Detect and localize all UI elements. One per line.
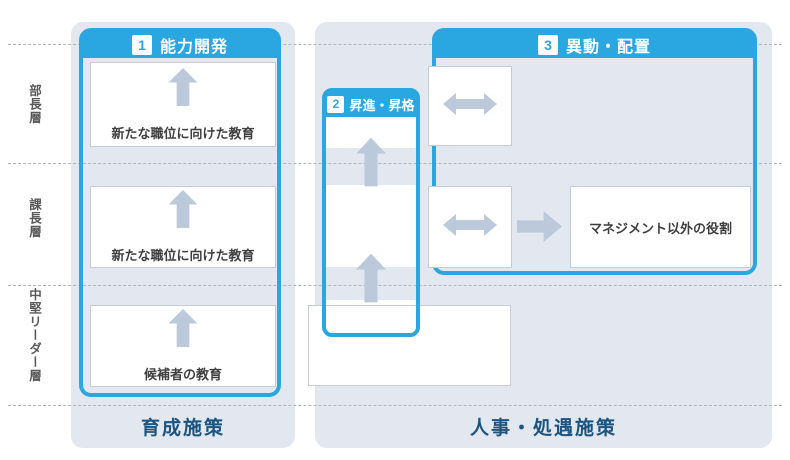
education-box-label: 新たな職位に向けた教育 <box>111 248 255 263</box>
education-box-manager: 新たな職位に向けた教育 <box>90 62 276 147</box>
left-right-arrow-icon <box>443 211 497 244</box>
right-arrow-icon <box>517 211 562 247</box>
frame-transfer-placement: 3 異動・配置 <box>432 28 757 275</box>
development-title: 能力開発 <box>159 39 228 56</box>
layer-divider-line <box>8 285 782 286</box>
row-label-section-manager: 課長層 <box>27 198 41 239</box>
promotion-title: 昇進・昇格 <box>349 98 415 113</box>
up-arrow-icon <box>168 190 198 233</box>
promotion-column-strip <box>326 185 416 267</box>
promotion-header: 2 昇進・昇格 <box>326 92 416 117</box>
layer-divider-line <box>8 44 782 45</box>
transfer-title: 異動・配置 <box>565 39 651 56</box>
transfer-box-manager <box>428 66 512 146</box>
up-arrow-icon <box>168 309 198 352</box>
empty-box-mid-level <box>308 305 511 386</box>
left-right-arrow-icon <box>443 90 497 123</box>
frame-capability-development: 1 能力開発 <box>79 28 281 397</box>
footer-training-label: 育成施策 <box>140 418 225 439</box>
development-header: 1 能力開発 <box>83 32 277 58</box>
education-box-label: 候補者の教育 <box>143 367 222 382</box>
badge-number-2: 2 <box>327 96 345 113</box>
layer-divider-line <box>8 163 782 164</box>
role-box: マネジメント以外の役割 <box>570 186 751 268</box>
role-box-label: マネジメント以外の役割 <box>588 220 732 236</box>
education-box-section-chief: 新たな職位に向けた教育 <box>90 186 276 268</box>
transfer-header: 3 異動・配置 <box>436 32 753 58</box>
footer-hr-label: 人事・処遇施策 <box>469 418 617 439</box>
transfer-box-section-chief <box>428 186 512 268</box>
row-label-mid-level-leader: 中堅リーダー層 <box>27 288 41 383</box>
up-arrow-icon <box>168 67 198 111</box>
badge-number-1: 1 <box>131 35 152 55</box>
badge-number-3: 3 <box>537 35 558 55</box>
row-label-department-manager: 部長層 <box>27 84 41 125</box>
frame-promotion: 2 昇進・昇格 <box>322 88 420 337</box>
education-box-label: 新たな職位に向けた教育 <box>111 125 255 141</box>
up-arrow-icon <box>356 137 386 192</box>
up-arrow-icon <box>356 252 386 309</box>
layer-divider-line <box>8 405 782 406</box>
education-box-candidates: 候補者の教育 <box>90 305 276 387</box>
